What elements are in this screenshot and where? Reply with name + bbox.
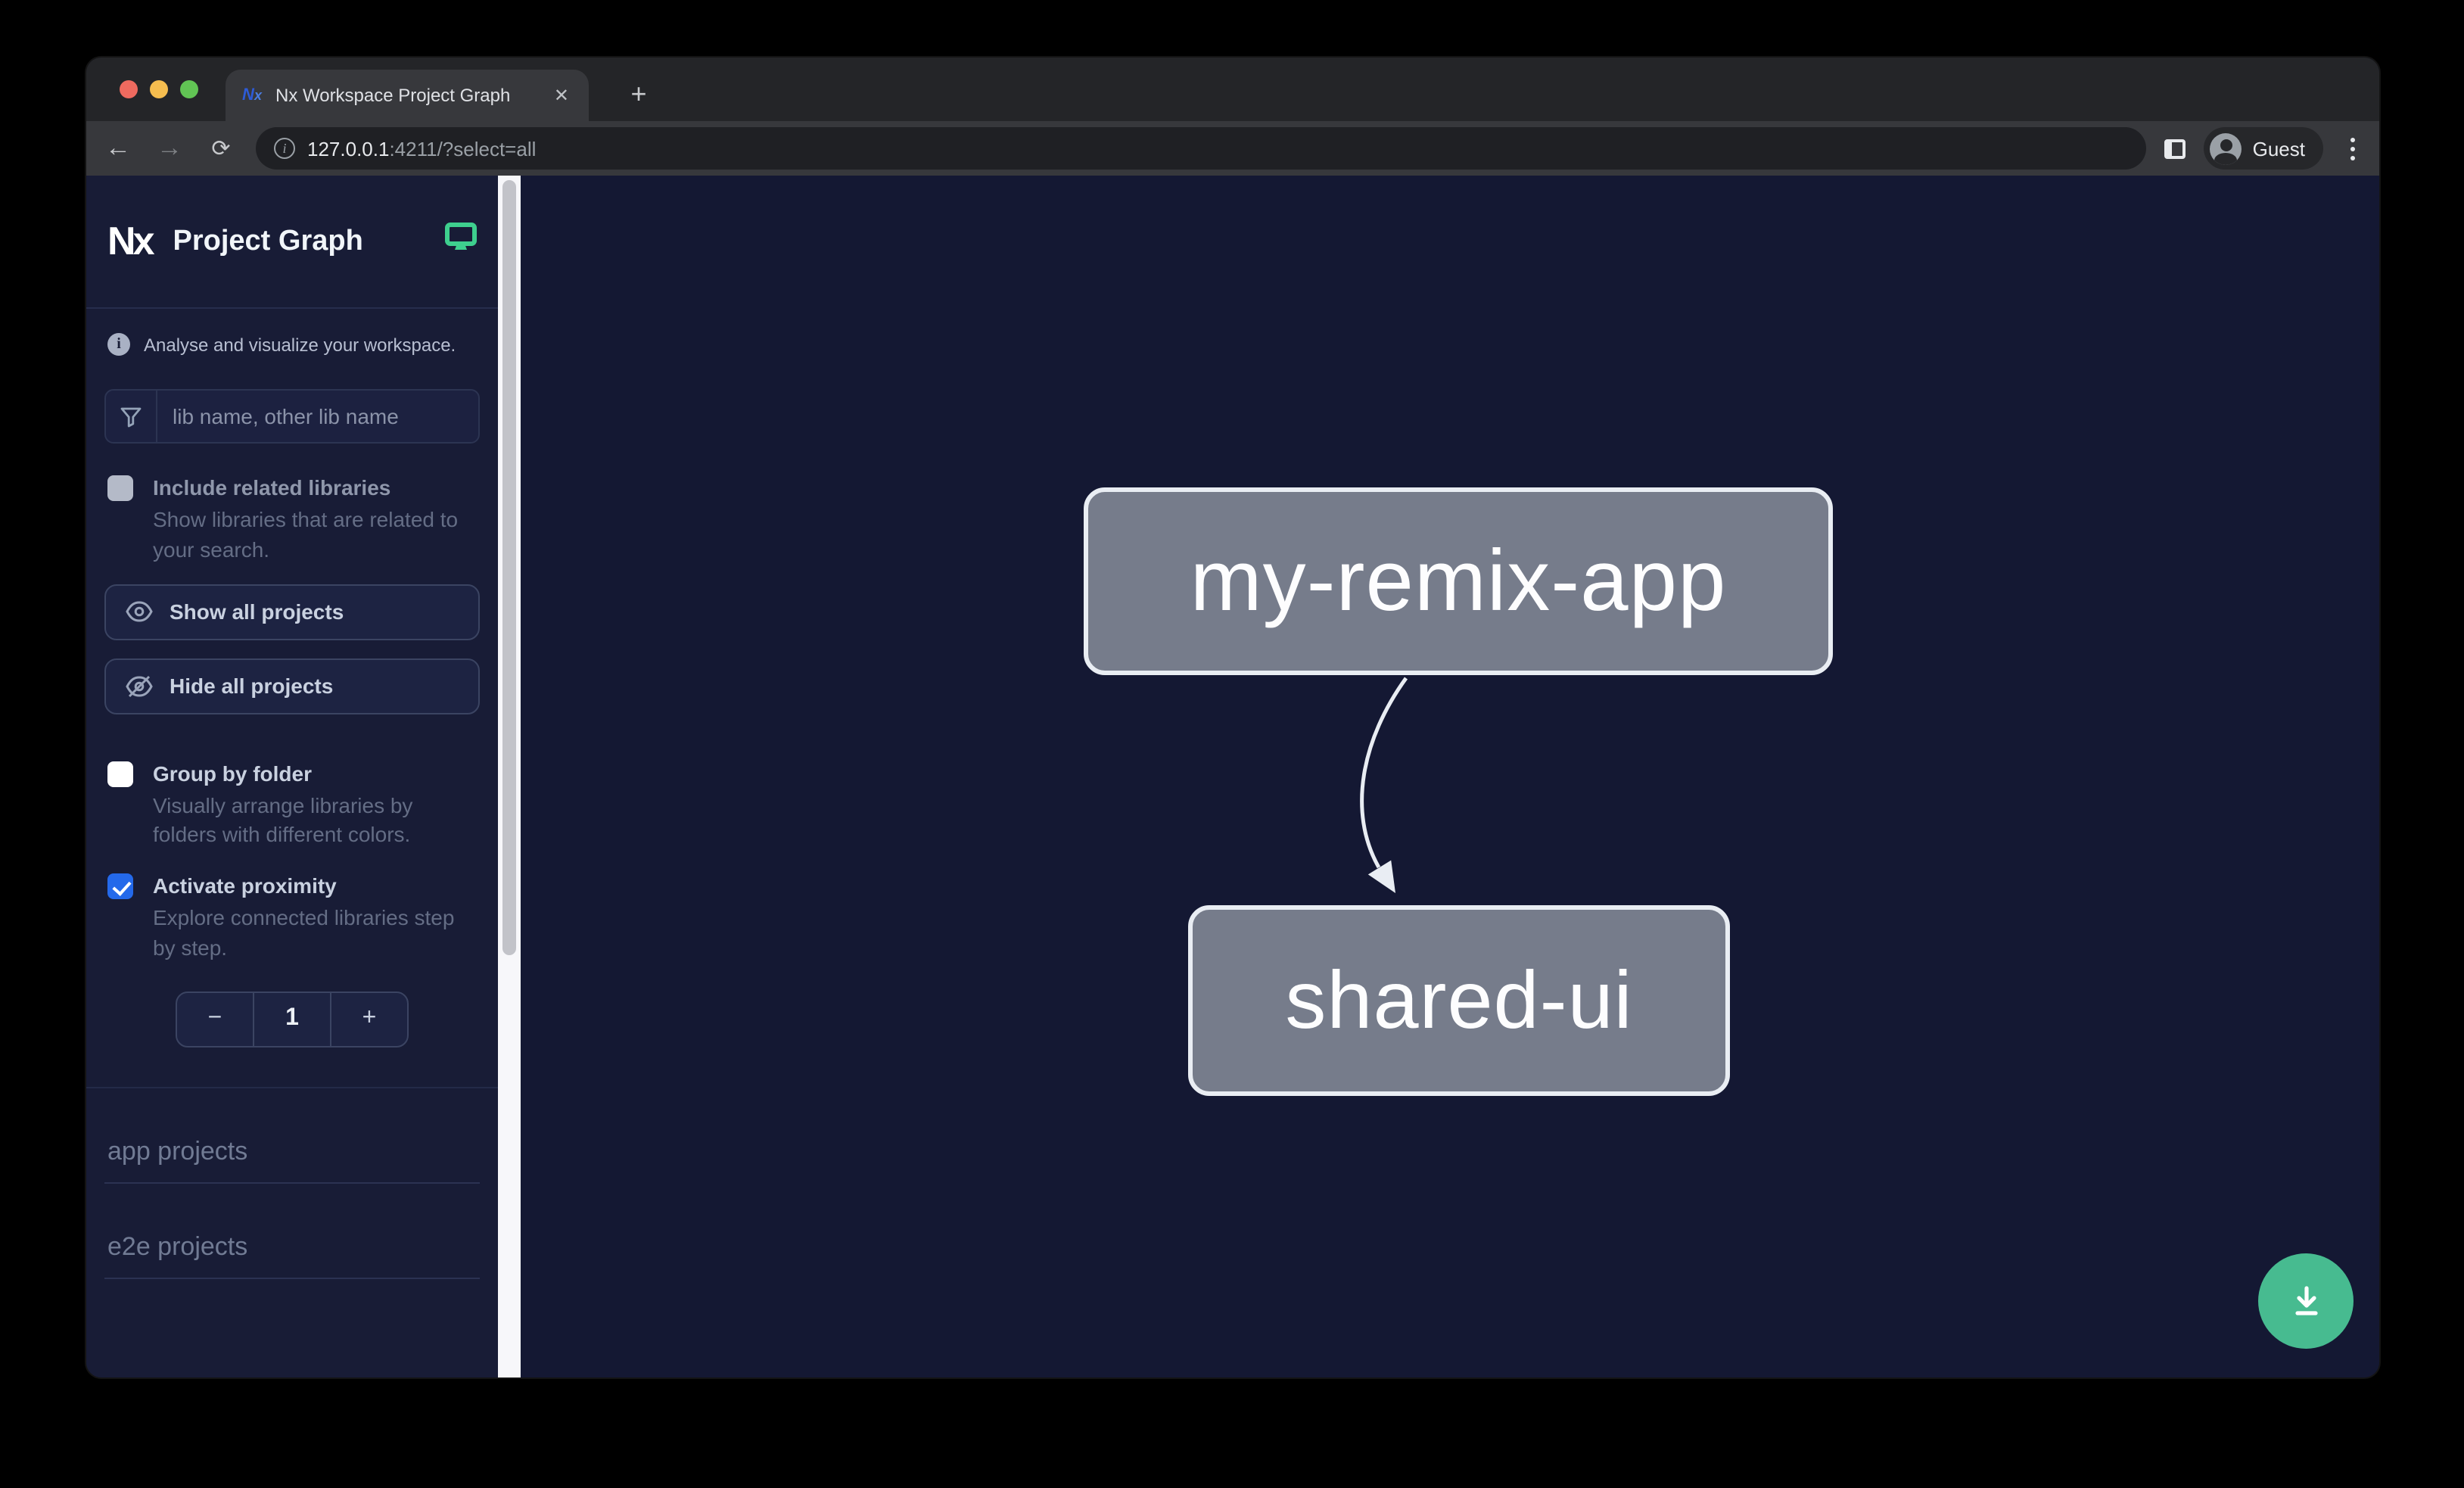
node-label: shared-ui: [1285, 955, 1633, 1046]
group-by-folder-row[interactable]: Group by folder Visually arrange librari…: [86, 759, 498, 851]
rankdir-monitor-icon[interactable]: [445, 223, 477, 260]
new-tab-button[interactable]: +: [630, 78, 647, 108]
hide-all-projects-label: Hide all projects: [170, 674, 334, 698]
project-sections: app projects e2e projects: [86, 1086, 498, 1278]
url-path: :4211/?select=all: [389, 137, 537, 160]
activate-proximity-row[interactable]: Activate proximity Explore connected lib…: [86, 872, 498, 963]
tab-title: Nx Workspace Project Graph: [275, 85, 511, 106]
tagline-row: i Analyse and visualize your workspace.: [86, 309, 498, 356]
side-panel-icon[interactable]: [2164, 139, 2186, 158]
show-all-projects-button[interactable]: Show all projects: [104, 584, 480, 640]
profile-button[interactable]: Guest: [2204, 127, 2323, 170]
reload-icon[interactable]: ⟳: [211, 136, 231, 162]
download-icon: [2294, 1285, 2317, 1315]
section-e2e-projects[interactable]: e2e projects: [104, 1231, 480, 1278]
group-by-folder-description: Visually arrange libraries by folders wi…: [153, 792, 413, 847]
forward-icon[interactable]: →: [157, 133, 182, 162]
url-text: 127.0.0.1:4211/?select=all: [307, 137, 536, 160]
eye-icon: [126, 601, 153, 622]
profile-label: Guest: [2252, 137, 2305, 160]
info-icon: i: [107, 333, 130, 356]
node-label: my-remix-app: [1190, 533, 1727, 630]
include-related-label: Include related libraries: [153, 475, 391, 500]
sidebar-scrollbar[interactable]: [498, 176, 521, 1377]
back-icon[interactable]: ←: [105, 133, 131, 162]
tagline-text: Analyse and visualize your workspace.: [144, 334, 456, 355]
nx-logo: Nx: [107, 218, 155, 263]
page-title: Project Graph: [173, 225, 363, 257]
scrollbar-thumb[interactable]: [502, 180, 516, 955]
browser-toolbar: ← → ⟳ i 127.0.0.1:4211/?select=all Guest: [86, 121, 2379, 176]
minimize-window-button[interactable]: [150, 80, 168, 98]
activate-proximity-description: Explore connected libraries step by step…: [153, 905, 455, 960]
url-host: 127.0.0.1: [307, 137, 390, 160]
hide-all-projects-button[interactable]: Hide all projects: [104, 658, 480, 714]
group-by-folder-label: Group by folder: [153, 761, 312, 785]
proximity-stepper: − 1 +: [176, 991, 409, 1047]
url-bar[interactable]: i 127.0.0.1:4211/?select=all: [256, 127, 2147, 170]
page-info-icon[interactable]: i: [274, 138, 295, 159]
activate-proximity-checkbox[interactable]: [107, 873, 133, 899]
include-related-checkbox[interactable]: [107, 475, 133, 501]
download-graph-button[interactable]: [2258, 1253, 2354, 1349]
activate-proximity-label: Activate proximity: [153, 873, 337, 898]
page-content: Nx Project Graph i Analyse and visualize…: [86, 176, 2379, 1377]
dependency-edge: [1360, 677, 1408, 893]
sidebar: Nx Project Graph i Analyse and visualize…: [86, 176, 498, 1377]
include-related-row[interactable]: Include related libraries Show libraries…: [86, 474, 498, 565]
graph-canvas[interactable]: my-remix-app shared-ui: [521, 176, 2379, 1377]
show-all-projects-label: Show all projects: [170, 599, 344, 624]
funnel-icon: [106, 391, 157, 442]
stepper-decrement-button[interactable]: −: [207, 1005, 222, 1031]
close-window-button[interactable]: [120, 80, 138, 98]
eye-off-icon: [126, 674, 153, 697]
stepper-increment-button[interactable]: +: [362, 1005, 377, 1031]
section-app-projects[interactable]: app projects: [104, 1136, 480, 1183]
graph-node-my-remix-app[interactable]: my-remix-app: [1084, 487, 1833, 675]
avatar-icon: [2210, 132, 2242, 164]
browser-menu-icon[interactable]: [2341, 137, 2364, 160]
filter-input-group: [104, 389, 480, 444]
stepper-value[interactable]: 1: [253, 992, 331, 1045]
group-by-folder-checkbox[interactable]: [107, 761, 133, 786]
tab-close-icon[interactable]: ✕: [553, 85, 569, 106]
include-related-description: Show libraries that are related to your …: [153, 507, 459, 562]
sidebar-header: Nx Project Graph: [86, 176, 498, 309]
filter-input[interactable]: [157, 391, 478, 442]
graph-node-shared-ui[interactable]: shared-ui: [1188, 905, 1730, 1096]
zoom-window-button[interactable]: [180, 80, 198, 98]
